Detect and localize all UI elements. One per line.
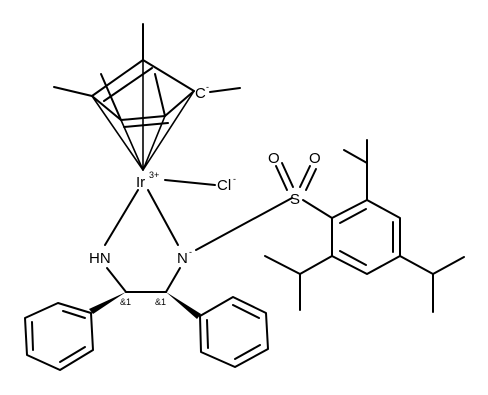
cp-bond-1-inner: [103, 67, 153, 102]
cp-bond-3: [91, 95, 122, 121]
c2-phenyl-wedge: [166, 292, 201, 319]
isopropyl-top: [343, 139, 368, 201]
cp-bond-4-inner: [123, 122, 169, 128]
chloride-label: Cl: [217, 177, 231, 194]
amine-nh-label: HN: [89, 250, 111, 267]
iridium-charge: 3+: [149, 170, 159, 180]
oxygen-label-1: O: [268, 150, 280, 167]
stereo-label-c1: &1: [120, 297, 131, 307]
oxygen-label-2: O: [309, 150, 321, 167]
c2-n-bond: [165, 267, 181, 293]
right-phenyl-ring: [199, 296, 269, 368]
c1-phenyl-wedge: [89, 292, 126, 314]
chloride-charge: -: [233, 174, 236, 184]
ir-nh-bond: [104, 189, 139, 246]
ir-cl-bond: [164, 179, 216, 186]
cp-methyl-back-right: [154, 73, 166, 117]
ir-n-bond: [147, 189, 179, 246]
carbanion-label: C: [195, 85, 206, 102]
cp-bond-5: [164, 90, 195, 117]
iridium-label: Ir: [136, 174, 145, 191]
carbanion-charge: -: [206, 82, 209, 92]
amide-n-charge: -: [189, 247, 192, 257]
nh-c1-bond: [106, 267, 127, 293]
cp-bond-1: [91, 59, 144, 97]
sulfur-label: S: [290, 191, 300, 208]
stereo-label-c2: &1: [155, 297, 166, 307]
cp-methyl-right: [209, 87, 241, 93]
left-phenyl-ring: [24, 302, 94, 371]
isopropyl-left: [264, 255, 333, 311]
n-s-bond: [195, 197, 293, 251]
amide-n-label: N: [177, 250, 188, 267]
ir-cp-coordination: [91, 59, 195, 171]
cp-methyl-left: [53, 86, 93, 97]
isopropyl-right: [399, 255, 465, 313]
aryl-ring: [331, 199, 401, 275]
cp-star-ring: [53, 23, 241, 128]
cp-bond-2: [142, 59, 195, 92]
cp-methyl-back-left: [100, 73, 122, 121]
sulfonyl-group: [275, 162, 333, 219]
